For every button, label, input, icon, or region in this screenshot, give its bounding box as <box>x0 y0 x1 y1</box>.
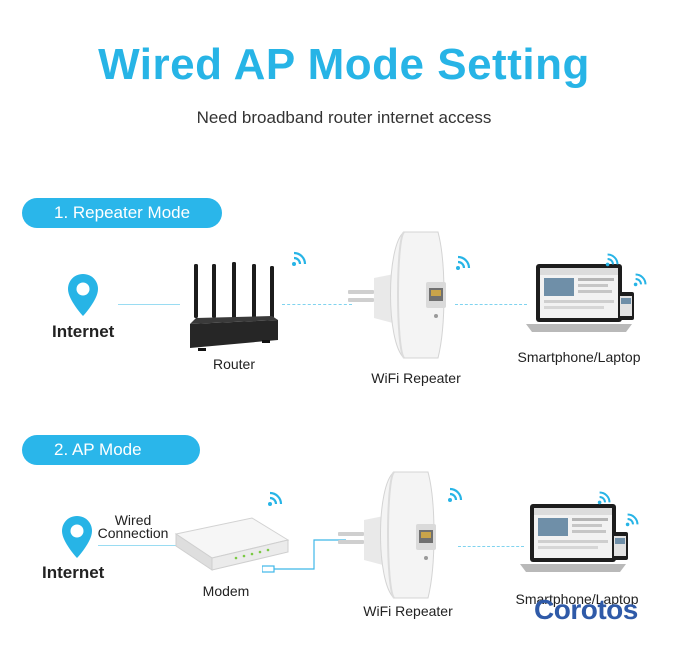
corotos-watermark: Corotos <box>534 594 638 625</box>
laptop-icon <box>520 504 628 572</box>
modem-repeater-cable <box>262 539 346 573</box>
wifi-signal-icon <box>605 253 619 267</box>
laptop-icon <box>526 264 634 332</box>
wifi-repeater-icon <box>348 231 446 359</box>
wired-label-line2: Connection <box>97 525 169 541</box>
wifi-repeater-label: WiFi Repeater <box>371 370 461 386</box>
wired-connection-label: Wired Connection <box>96 512 170 541</box>
wired-label-line1: Wired <box>114 512 152 528</box>
smartphone-laptop-label: Smartphone/Laptop <box>517 349 641 365</box>
wifi-signal-icon <box>268 491 283 506</box>
wifi-signal-icon <box>448 487 463 502</box>
router-repeater-link <box>282 304 352 305</box>
repeater-mode-badge: 1. Repeater Mode <box>22 198 222 228</box>
repeater-device-link <box>455 304 527 305</box>
location-pin-icon <box>68 274 98 316</box>
router-label: Router <box>212 356 256 372</box>
wifi-signal-icon <box>597 491 611 505</box>
internet-label: Internet <box>52 322 115 341</box>
wifi-signal-icon <box>292 251 307 266</box>
wifi-signal-icon <box>625 513 639 527</box>
page-title: Wired AP Mode Setting <box>98 40 590 89</box>
internet-router-link <box>118 304 180 305</box>
smartphone-laptop-label: Smartphone/Laptop <box>515 591 639 607</box>
wifi-signal-icon <box>456 255 471 270</box>
router-icon <box>190 262 278 351</box>
location-pin-icon <box>62 516 92 558</box>
modem-icon <box>174 517 290 571</box>
wifi-repeater-label: WiFi Repeater <box>363 603 453 619</box>
internet-label: Internet <box>42 563 105 582</box>
internet-modem-link <box>98 545 178 546</box>
modem-label: Modem <box>202 583 250 599</box>
repeater-device-link <box>458 546 524 547</box>
wifi-repeater-icon <box>338 471 436 599</box>
wifi-signal-icon <box>633 273 647 287</box>
ap-mode-badge: 2. AP Mode <box>22 435 200 465</box>
page-subtitle: Need broadband router internet access <box>196 108 492 127</box>
